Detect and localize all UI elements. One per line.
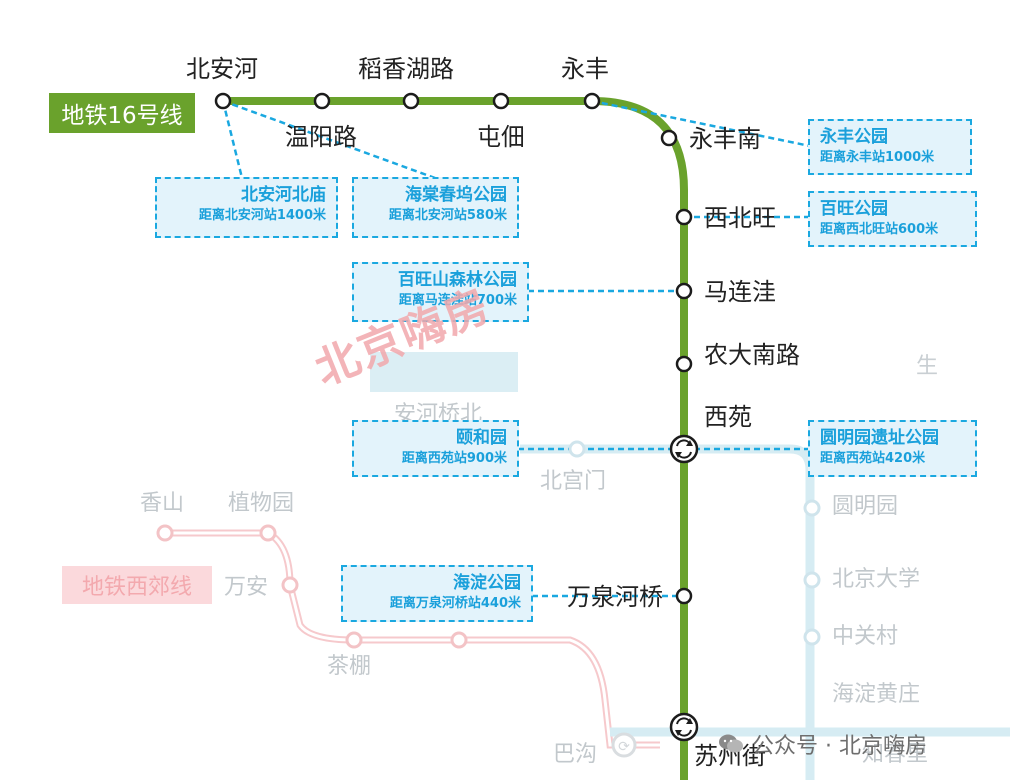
park-name: 颐和园 [456,428,507,448]
park-name: 北安河北庙 [241,185,326,205]
park-callout-beianhebeimiao: 北安河北庙 距离北安河站1400米 [155,177,338,238]
line4-faint-label-box [370,352,518,392]
faint-label-zhichunli: 知春里 [862,742,929,767]
faint-label-wanan: 万安 [224,575,269,600]
park-distance: 距离西苑站900米 [401,451,507,466]
park-callout-yuanmingyuan: 圆明园遗址公园 距离西苑站420米 [808,420,977,477]
station-label-xibeiwang: 西北旺 [704,204,776,232]
line16-station-dots [214,92,693,605]
footer-credit: 公众号 · 北京嗨房 [718,728,927,760]
station-dot-nongdananlu [675,355,693,373]
station-label-tundian: 屯佃 [477,123,525,151]
faint-label-beijingdaxue: 北京大学 [832,567,921,592]
park-name: 圆明园遗址公园 [820,428,939,448]
park-distance: 距离永丰站1000米 [820,150,935,165]
faint-label-haidianhuangzhuang: 海淀黄庄 [832,682,921,707]
bagou-transfer-faint: ⟳ [611,732,637,758]
park-name: 海淀公园 [453,573,521,593]
park-distance: 距离西北旺站600米 [820,222,939,237]
station-label-beianhe: 北安河 [186,55,258,83]
faint-label-zhiwuyuan: 植物园 [228,491,295,516]
park-name: 海棠春坞公园 [405,185,507,205]
station-dot-yongfengnan [660,129,678,147]
faint-label-chapeng: 茶棚 [327,654,372,679]
faint-label-bagou: 巴沟 [553,742,598,767]
station-dot-wenyanglu [313,92,331,110]
station-label-yongfengnan: 永丰南 [689,125,761,153]
station-label-daoxianghulu: 稻香湖路 [358,55,454,83]
park-distance: 距离北安河站1400米 [198,208,326,223]
park-distance: 距离西苑站420米 [820,451,926,466]
line16-badge: 地铁16号线 [49,93,195,133]
park-name: 永丰公园 [820,127,888,147]
park-callout-yongfeng: 永丰公园 距离永丰站1000米 [808,119,972,175]
line16-track [223,97,688,780]
transfer-icon-xiyuan [669,434,699,464]
station-label-malianwa: 马连洼 [704,278,776,306]
park-distance: 距离北安河站580米 [388,208,507,223]
wechat-icon [719,734,743,753]
station-dot-daoxianghulu [402,92,420,110]
station-dot-tundian [492,92,510,110]
faint-label-yuanmingyuan: 圆明园 [832,494,899,519]
faint-station-dots [568,440,821,646]
park-connectors [221,99,811,598]
park-callout-baiwang: 百旺公园 距离西北旺站600米 [808,191,977,247]
station-label-yongfeng: 永丰 [561,55,609,83]
station-label-wanquanheqiao: 万泉河桥 [567,583,663,611]
faint-label-beigongmen: 北宫门 [540,469,607,494]
station-label-nongdananlu: 农大南路 [704,341,800,369]
station-dot-malianwa [675,282,693,300]
station-label-wenyanglu: 温阳路 [285,123,357,151]
xijiao-faint-track-inner [165,531,660,747]
faint-label-xiangshan: 香山 [140,491,185,516]
footer-text: 公众号 · 北京嗨房 [752,734,927,759]
park-callout-baiwangshan: 百旺山森林公园 距离马连洼站700米 [352,262,529,322]
station-label-xiyuan: 西苑 [704,403,752,431]
park-name: 百旺公园 [820,199,888,219]
station-dot-beianhe [214,92,232,110]
svg-text:⟳: ⟳ [618,739,630,755]
transfer-icon-suzhoujie [669,712,699,742]
xijiao-station-dots [156,524,468,649]
station-dot-yongfeng [583,92,601,110]
station-dot-wanquanheqiao [675,587,693,605]
park-distance: 距离万泉河桥站440米 [389,596,521,611]
park-callout-yiheyuan: 颐和园 距离西苑站900米 [352,420,519,477]
park-distance: 距离马连洼站700米 [398,293,517,308]
faint-label-zhongguancun: 中关村 [832,624,899,649]
station-dot-xibeiwang [675,208,693,226]
park-callout-haitangchunwu: 海棠春坞公园 距离北安河站580米 [352,177,519,238]
xijiao-line-badge: 地铁西郊线 [62,566,212,604]
faint-label-edge-char: 生 [916,354,939,379]
park-name: 百旺山森林公园 [398,270,517,290]
park-callout-haidian: 海淀公园 距离万泉河桥站440米 [341,565,533,622]
